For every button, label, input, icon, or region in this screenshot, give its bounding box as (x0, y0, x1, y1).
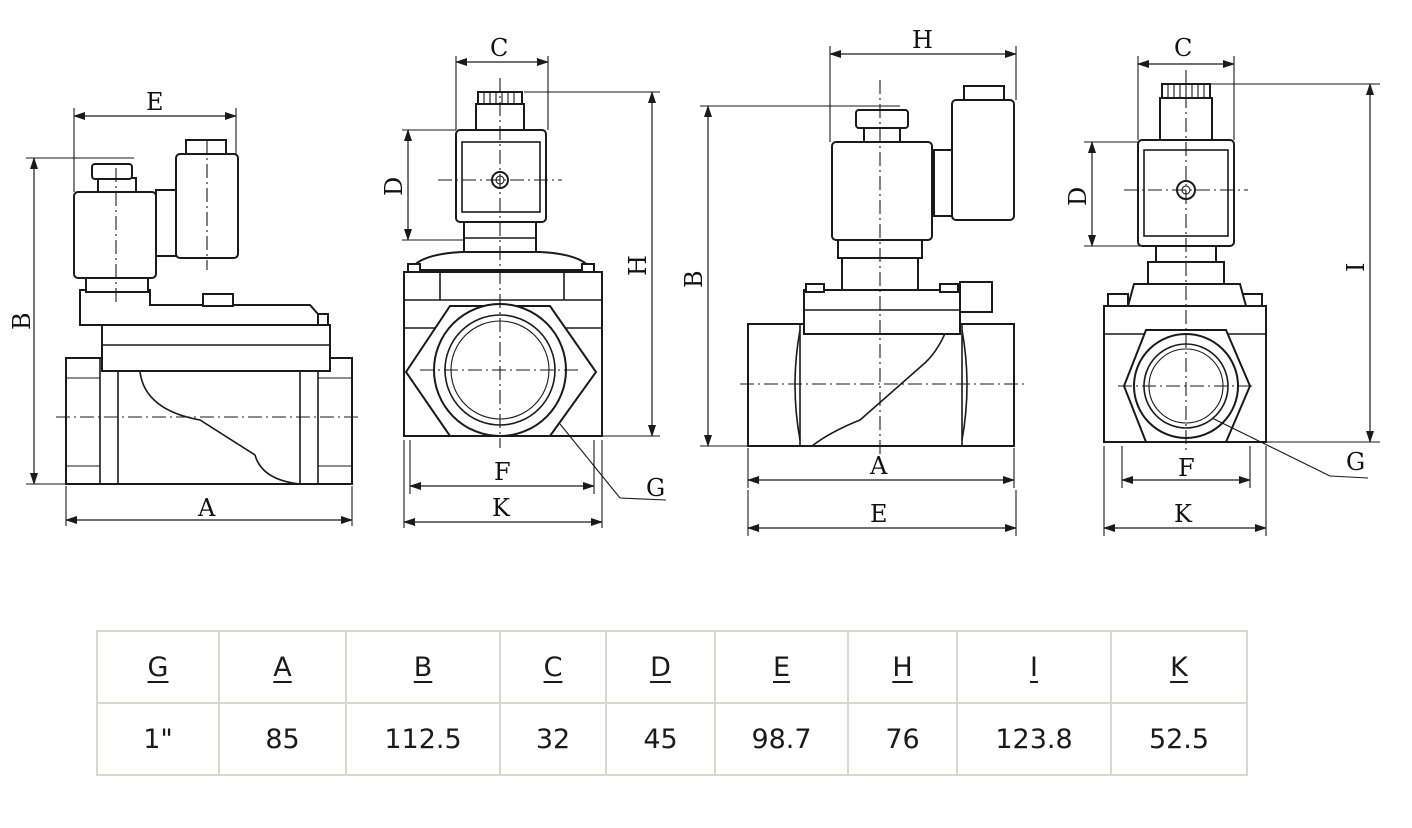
view3-label-E: E (870, 500, 888, 528)
dimensions-table: G A B C D E H I K 1" 85 112.5 32 45 98.7… (96, 630, 1248, 776)
view3-label-H: H (912, 26, 933, 54)
value-cell-h: 76 (847, 702, 958, 776)
header-cell-i: I (956, 630, 1112, 704)
valve-dimension-drawing: A B E (8, 26, 1380, 536)
view2-label-K: K (492, 494, 511, 522)
value-cell-e: 98.7 (714, 702, 849, 776)
table-header-row: G A B C D E H I K (96, 630, 1248, 704)
view3-label-A: A (869, 452, 888, 480)
front-view-4: C D I F K G (1064, 34, 1380, 536)
header-cell-c: C (499, 630, 607, 704)
view2-label-H: H (624, 255, 652, 276)
value-cell-a: 85 (218, 702, 347, 776)
header-cell-h: H (847, 630, 958, 704)
value-cell-g: 1" (96, 702, 220, 776)
view4-label-C: C (1174, 34, 1192, 62)
header-cell-g: G (96, 630, 220, 704)
value-cell-k: 52.5 (1110, 702, 1248, 776)
view2-label-D: D (380, 177, 408, 196)
view4-label-G: G (1346, 448, 1365, 476)
value-cell-d: 45 (605, 702, 716, 776)
view2-label-C: C (490, 34, 508, 62)
header-cell-k: K (1110, 630, 1248, 704)
view2-label-F: F (494, 458, 511, 486)
view2-label-G: G (646, 474, 665, 502)
side-view-3: H B A E (680, 26, 1024, 536)
view1-label-A: A (197, 494, 216, 522)
value-cell-b: 112.5 (345, 702, 501, 776)
view4-label-I: I (1342, 263, 1370, 272)
header-cell-b: B (345, 630, 501, 704)
table-row: 1" 85 112.5 32 45 98.7 76 123.8 52.5 (96, 702, 1248, 776)
header-cell-d: D (605, 630, 716, 704)
view1-label-B: B (8, 312, 36, 330)
view4-label-D: D (1064, 187, 1092, 206)
view4-label-K: K (1174, 500, 1193, 528)
value-cell-c: 32 (499, 702, 607, 776)
side-view-1: A B E (8, 88, 360, 526)
view4-label-F: F (1178, 454, 1195, 482)
header-cell-e: E (714, 630, 849, 704)
view3-label-B: B (680, 270, 708, 288)
header-cell-a: A (218, 630, 347, 704)
view1-label-E: E (146, 88, 164, 116)
value-cell-i: 123.8 (956, 702, 1112, 776)
front-view-2: C D H F K G (380, 34, 667, 528)
